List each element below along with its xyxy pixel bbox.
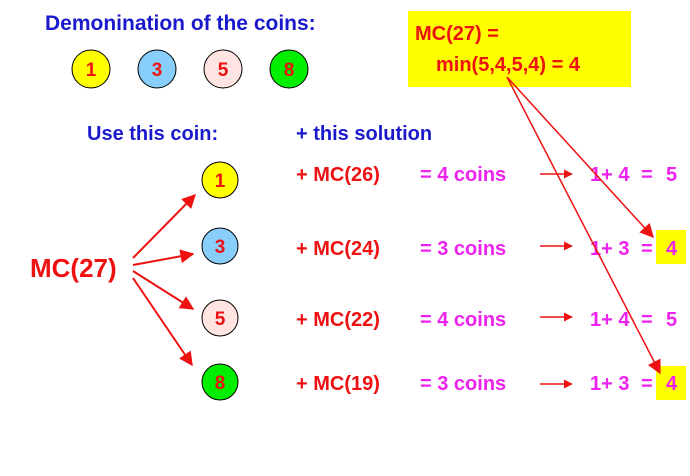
row-1-subproblem: + MC(26) — [296, 164, 380, 186]
result-box-line1: MC(27) = — [415, 23, 499, 45]
row-4-result-highlight — [656, 366, 686, 400]
arrow-to-coin-8 — [132, 277, 193, 367]
row-coin-8: 8 + MC(19) = 3 coins 1+ 3 = 4 — [201, 363, 686, 401]
row-3-subproblem: + MC(22) — [296, 309, 380, 331]
min-arrows — [506, 76, 661, 375]
coin-3-circle — [137, 49, 177, 89]
row-coin-3-label: 3 — [215, 237, 226, 258]
arrow-box-to-row-4 — [506, 76, 661, 375]
row-2-equals: = — [641, 238, 653, 260]
row-coin-8-label: 8 — [215, 373, 226, 394]
coin-5-label: 5 — [218, 60, 229, 81]
row-2-result-highlight — [656, 230, 686, 264]
row-coin-1-label: 1 — [215, 171, 226, 192]
row-4-sum: 1+ 3 — [590, 373, 629, 395]
row-coin-5: 5 + MC(22) = 4 coins 1+ 4 = 5 — [201, 299, 677, 337]
row-4-result: 4 — [666, 373, 678, 395]
use-coin-label: Use this coin: — [87, 123, 218, 145]
row-coin-3-circle — [201, 227, 239, 265]
row-1-result: 5 — [666, 164, 677, 186]
coin-denominations: 1 3 5 8 — [71, 49, 309, 89]
coin-1-circle — [71, 49, 111, 89]
row-3-equals: = — [641, 309, 653, 331]
row-2-subproblem: + MC(24) — [296, 238, 380, 260]
coin-8-circle — [269, 49, 309, 89]
row-2-result: 4 — [666, 238, 678, 260]
coin-1-label: 1 — [86, 60, 97, 81]
row-4-subproblem: + MC(19) — [296, 373, 380, 395]
coin-3-label: 3 — [152, 60, 163, 81]
row-coin-1-circle — [201, 161, 239, 199]
result-box-line2: min(5,4,5,4) = 4 — [436, 54, 581, 76]
row-coin-3: 3 + MC(24) = 3 coins 1+ 3 = 4 — [201, 227, 686, 265]
arrow-to-coin-3 — [132, 249, 195, 266]
arrow-to-coin-1 — [132, 194, 196, 259]
row-4-equals: = — [641, 373, 653, 395]
row-2-sum: 1+ 3 — [590, 238, 629, 260]
row-2-count: = 3 coins — [420, 238, 506, 260]
row-3-result: 5 — [666, 309, 677, 331]
coin-8-label: 8 — [284, 60, 295, 81]
arrow-box-to-row-2 — [506, 76, 654, 239]
row-3-count: = 4 coins — [420, 309, 506, 331]
coin-5-circle — [203, 49, 243, 89]
result-box — [408, 11, 631, 87]
row-coin-8-circle — [201, 363, 239, 401]
row-coin-1: 1 + MC(26) = 4 coins 1+ 4 = 5 — [201, 161, 677, 199]
row-1-count: = 4 coins — [420, 164, 506, 186]
row-4-count: = 3 coins — [420, 373, 506, 395]
root-arrows — [132, 194, 196, 367]
root-label: MC(27) — [30, 253, 117, 283]
solution-label: + this solution — [296, 123, 432, 145]
row-coin-5-circle — [201, 299, 239, 337]
row-3-sum: 1+ 4 — [590, 309, 630, 331]
arrow-to-coin-5 — [132, 270, 195, 310]
row-1-sum: 1+ 4 — [590, 164, 630, 186]
row-1-equals: = — [641, 164, 653, 186]
heading-text: Demonination of the coins: — [45, 12, 316, 35]
row-coin-5-label: 5 — [215, 309, 226, 330]
